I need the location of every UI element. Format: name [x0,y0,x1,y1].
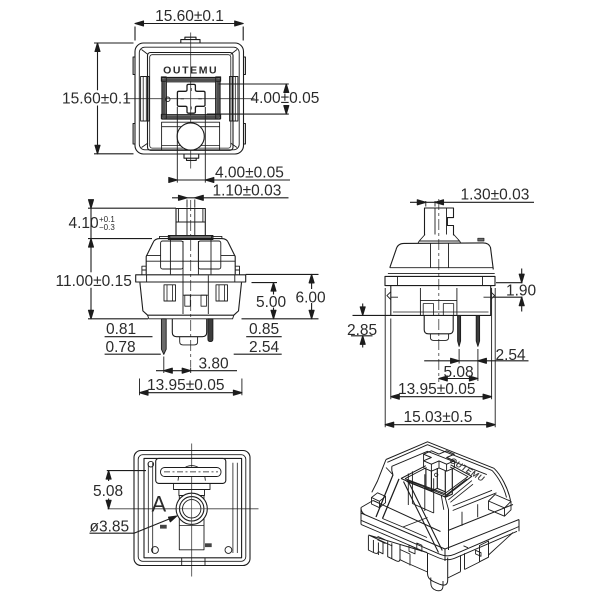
svg-text:2.54: 2.54 [496,347,527,364]
svg-text:ø3.85: ø3.85 [90,518,130,535]
svg-text:11.00±0.15: 11.00±0.15 [56,273,132,290]
svg-text:1.90: 1.90 [506,283,537,300]
svg-text:0.81: 0.81 [106,321,136,338]
svg-text:15.60±0.1: 15.60±0.1 [62,91,131,108]
svg-text:+0.1: +0.1 [99,215,115,224]
svg-text:13.95±0.05: 13.95±0.05 [398,381,475,398]
svg-text:0.78: 0.78 [106,339,136,356]
svg-text:3.80: 3.80 [199,356,230,373]
svg-text:0.85: 0.85 [249,321,279,338]
svg-text:−0.3: −0.3 [99,223,115,232]
svg-text:2.54: 2.54 [249,339,280,356]
svg-text:5.08: 5.08 [93,483,123,500]
svg-text:15.03±0.5: 15.03±0.5 [404,409,473,426]
svg-text:6.00: 6.00 [296,289,327,306]
svg-text:1.10±0.03: 1.10±0.03 [213,183,282,200]
svg-text:A: A [152,492,167,517]
svg-text:4.00±0.05: 4.00±0.05 [251,90,320,107]
svg-text:2.85: 2.85 [347,322,377,339]
svg-text:5.00: 5.00 [256,294,287,311]
svg-text:OUTEMU: OUTEMU [163,64,218,76]
svg-text:13.95±0.05: 13.95±0.05 [147,377,224,394]
svg-text:15.60±0.1: 15.60±0.1 [155,8,224,25]
svg-text:4.10: 4.10 [69,215,100,232]
svg-text:5.08: 5.08 [444,364,474,381]
svg-text:4.00±0.05: 4.00±0.05 [215,165,284,182]
svg-text:1.30±0.03: 1.30±0.03 [461,186,530,203]
